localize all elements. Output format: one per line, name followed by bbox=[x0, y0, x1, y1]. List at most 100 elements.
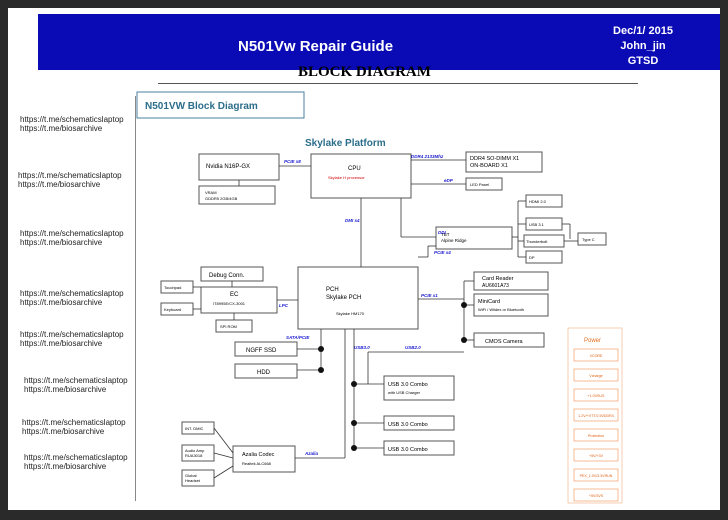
lcd-label: LED Panel bbox=[470, 182, 489, 187]
section-title: BLOCK DIAGRAM bbox=[298, 64, 431, 80]
tbt-line2: Alpine Ridge bbox=[441, 238, 467, 243]
power-item-box bbox=[573, 468, 619, 482]
usb-combo-2-label: USB 3.0 Combo bbox=[388, 422, 428, 428]
power-items: VCORE Vcharge +1.0VSUS 1.2V/+VTT/2.5VDDR4Pr… bbox=[573, 348, 619, 502]
audio-codec-line1: Azalia Codec bbox=[242, 452, 275, 458]
margin-line bbox=[135, 96, 136, 501]
hdmi-label: HDMI 2.0 bbox=[529, 199, 547, 204]
power-item-label: +5V/3VS bbox=[589, 494, 604, 498]
power-item-label: Protection bbox=[588, 434, 604, 438]
power-item-box bbox=[573, 488, 619, 502]
ngff-label: NGFF SSD bbox=[246, 348, 277, 354]
bus-sata: SATA/PCIE bbox=[286, 335, 310, 340]
diagram-title-box bbox=[136, 91, 305, 119]
header-dept: GTSD bbox=[627, 55, 659, 67]
power-item-box bbox=[573, 348, 619, 362]
bus-pcie-x4: PCIE x4 bbox=[434, 250, 451, 255]
dp-label: DP bbox=[529, 255, 535, 260]
power-item-label: VCORE bbox=[590, 354, 603, 358]
diagram-title: N501VW Block Diagram bbox=[145, 101, 258, 112]
cmos-label: CMOS Camera bbox=[485, 339, 524, 345]
power-item-box bbox=[573, 428, 619, 442]
headset-line2: Headset bbox=[185, 478, 201, 483]
bus-edp: eDP bbox=[444, 178, 454, 183]
pch-line1: PCH bbox=[326, 287, 339, 293]
power-item-label: +5V/+3V bbox=[589, 454, 604, 458]
debug-label: Debug Conn. bbox=[209, 273, 245, 279]
card-reader-line2: AU6601A73 bbox=[482, 283, 509, 289]
audio-codec-line2: Realtek ALC668 bbox=[242, 461, 272, 466]
pch-line2: Skylake PCH bbox=[326, 295, 361, 301]
bus-pcie-x8: PCIE x8 bbox=[284, 159, 301, 164]
usb-combo-1-box bbox=[383, 375, 455, 401]
bus-labels: PCIE x8 DDR4 2133Mhz eDP DMI x4 DDI PCIE… bbox=[279, 154, 454, 456]
document-page: N501Vw Repair Guide Dec/1/ 2015 John_jin… bbox=[8, 8, 720, 510]
cpu-label: CPU bbox=[348, 166, 361, 172]
power-column: Power VCORE Vcharge +1.0VSUS 1.2V/+VTT/2.5V… bbox=[567, 327, 623, 504]
usb-combo-1-line2: with USB Charger bbox=[388, 390, 421, 395]
hdd-label: HDD bbox=[257, 370, 271, 376]
ec-sub: IT8995E/CX-3001 bbox=[213, 301, 246, 306]
bus-ddr4: DDR4 2133Mhz bbox=[411, 154, 444, 159]
typec-box bbox=[577, 232, 607, 246]
cpu-sub: Skylake H processor bbox=[328, 175, 365, 180]
power-item-box bbox=[573, 388, 619, 402]
power-item-label: PEX_1.0V/3.3VRUN bbox=[580, 474, 613, 478]
pch-box bbox=[297, 266, 419, 330]
vram-label: VRAM bbox=[205, 190, 217, 195]
card-reader-line1: Card Reader bbox=[482, 276, 514, 282]
usb-combo-3-label: USB 3.0 Combo bbox=[388, 447, 428, 453]
power-item-box bbox=[573, 368, 619, 382]
vram-spec: GDDR5 2GB/4GB bbox=[205, 196, 238, 201]
bus-ddi: DDI bbox=[438, 230, 446, 235]
pch-sub: Skylake HM170 bbox=[336, 311, 365, 316]
ddr-line2: ON-BOARD X1 bbox=[470, 163, 508, 169]
minicard-box bbox=[473, 293, 549, 317]
amp-line2: RUA3018 bbox=[185, 453, 203, 458]
connection-lines bbox=[193, 159, 578, 479]
header-meta: Dec/1/ 2015 John_jin GTSD bbox=[608, 24, 678, 69]
minicard-line1: MiniCard bbox=[478, 299, 500, 305]
bus-pcie-x1: PCIE x1 bbox=[421, 293, 438, 298]
headset-line1: Global bbox=[185, 473, 197, 478]
gpu-label: Nvidia N16P-GX bbox=[206, 164, 250, 170]
header-banner: N501Vw Repair Guide Dec/1/ 2015 John_jin… bbox=[38, 14, 720, 70]
ec-label: EC bbox=[230, 292, 239, 298]
block-diagram: N501VW Block Diagram Skylake Platform Nv… bbox=[136, 91, 623, 504]
ddr-box bbox=[465, 151, 543, 173]
minicard-line2: WiFi / Wildex or Bluetooth bbox=[478, 307, 524, 312]
keyboard-label: Keyboard bbox=[164, 307, 181, 312]
guide-title: N501Vw Repair Guide bbox=[238, 38, 394, 55]
ddr-line1: DDR4 SO-DIMM X1 bbox=[470, 156, 519, 162]
power-item-box bbox=[573, 408, 619, 422]
gpu-box bbox=[198, 153, 280, 181]
vram-box bbox=[198, 185, 276, 205]
header-author: John_jin bbox=[620, 40, 666, 52]
bus-usb2: USB2.0 bbox=[405, 345, 421, 350]
ec-box bbox=[200, 286, 278, 314]
power-item-label: 1.2V/+VTT/2.5VDDR4 bbox=[578, 414, 613, 418]
usb-combo-1-line1: USB 3.0 Combo bbox=[388, 382, 428, 388]
bus-lpc: LPC bbox=[279, 303, 289, 308]
power-item-label: Vcharge bbox=[589, 374, 602, 378]
touchpad-label: Touchpad bbox=[164, 285, 181, 290]
bus-dmi: DMI x4 bbox=[345, 218, 360, 223]
power-title: Power bbox=[584, 338, 601, 344]
bus-usb3: USB3.0 bbox=[354, 345, 370, 350]
power-item-box bbox=[573, 448, 619, 462]
tbt-box bbox=[435, 226, 513, 250]
hdd-box bbox=[234, 363, 298, 379]
amp-line1: Audio Amp bbox=[185, 448, 205, 453]
header-date: Dec/1/ 2015 bbox=[613, 25, 673, 37]
spi-label: SPI ROM bbox=[220, 324, 237, 329]
power-item-label: +1.0VSUS bbox=[588, 394, 605, 398]
tbt-line1: TBT bbox=[441, 232, 450, 237]
platform-label: Skylake Platform bbox=[305, 138, 386, 149]
